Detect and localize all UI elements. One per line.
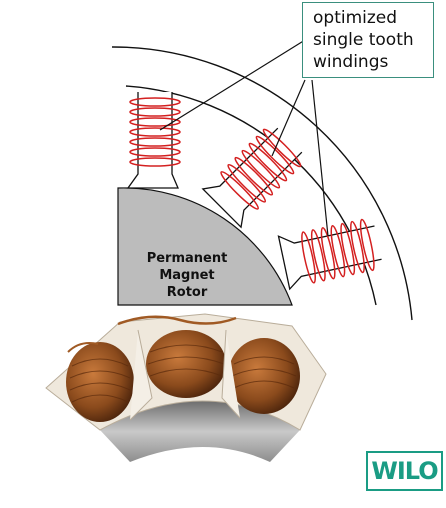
rotor-label-line-2: Magnet <box>159 268 215 283</box>
wilo-logo: WILO <box>366 451 443 491</box>
stator-photo <box>45 313 327 462</box>
stator-outer-arc <box>111 46 413 321</box>
winding-coil-1 <box>129 97 181 167</box>
callout-leader-lines <box>159 39 329 237</box>
callout-box: optimized single tooth windings <box>302 2 434 78</box>
winding-coil-3 <box>301 218 375 284</box>
callout-line-3: windings <box>313 52 389 72</box>
rotor <box>117 187 293 306</box>
callout-line-2: single tooth <box>313 30 414 50</box>
rotor-label-line-3: Rotor <box>166 285 208 300</box>
rotor-label: Permanent Magnet Rotor <box>138 250 236 301</box>
winding-coil-2 <box>220 128 302 210</box>
rotor-label-line-1: Permanent <box>146 251 228 266</box>
callout-line-1: optimized <box>313 8 398 28</box>
logo-text: WILO <box>371 457 438 485</box>
